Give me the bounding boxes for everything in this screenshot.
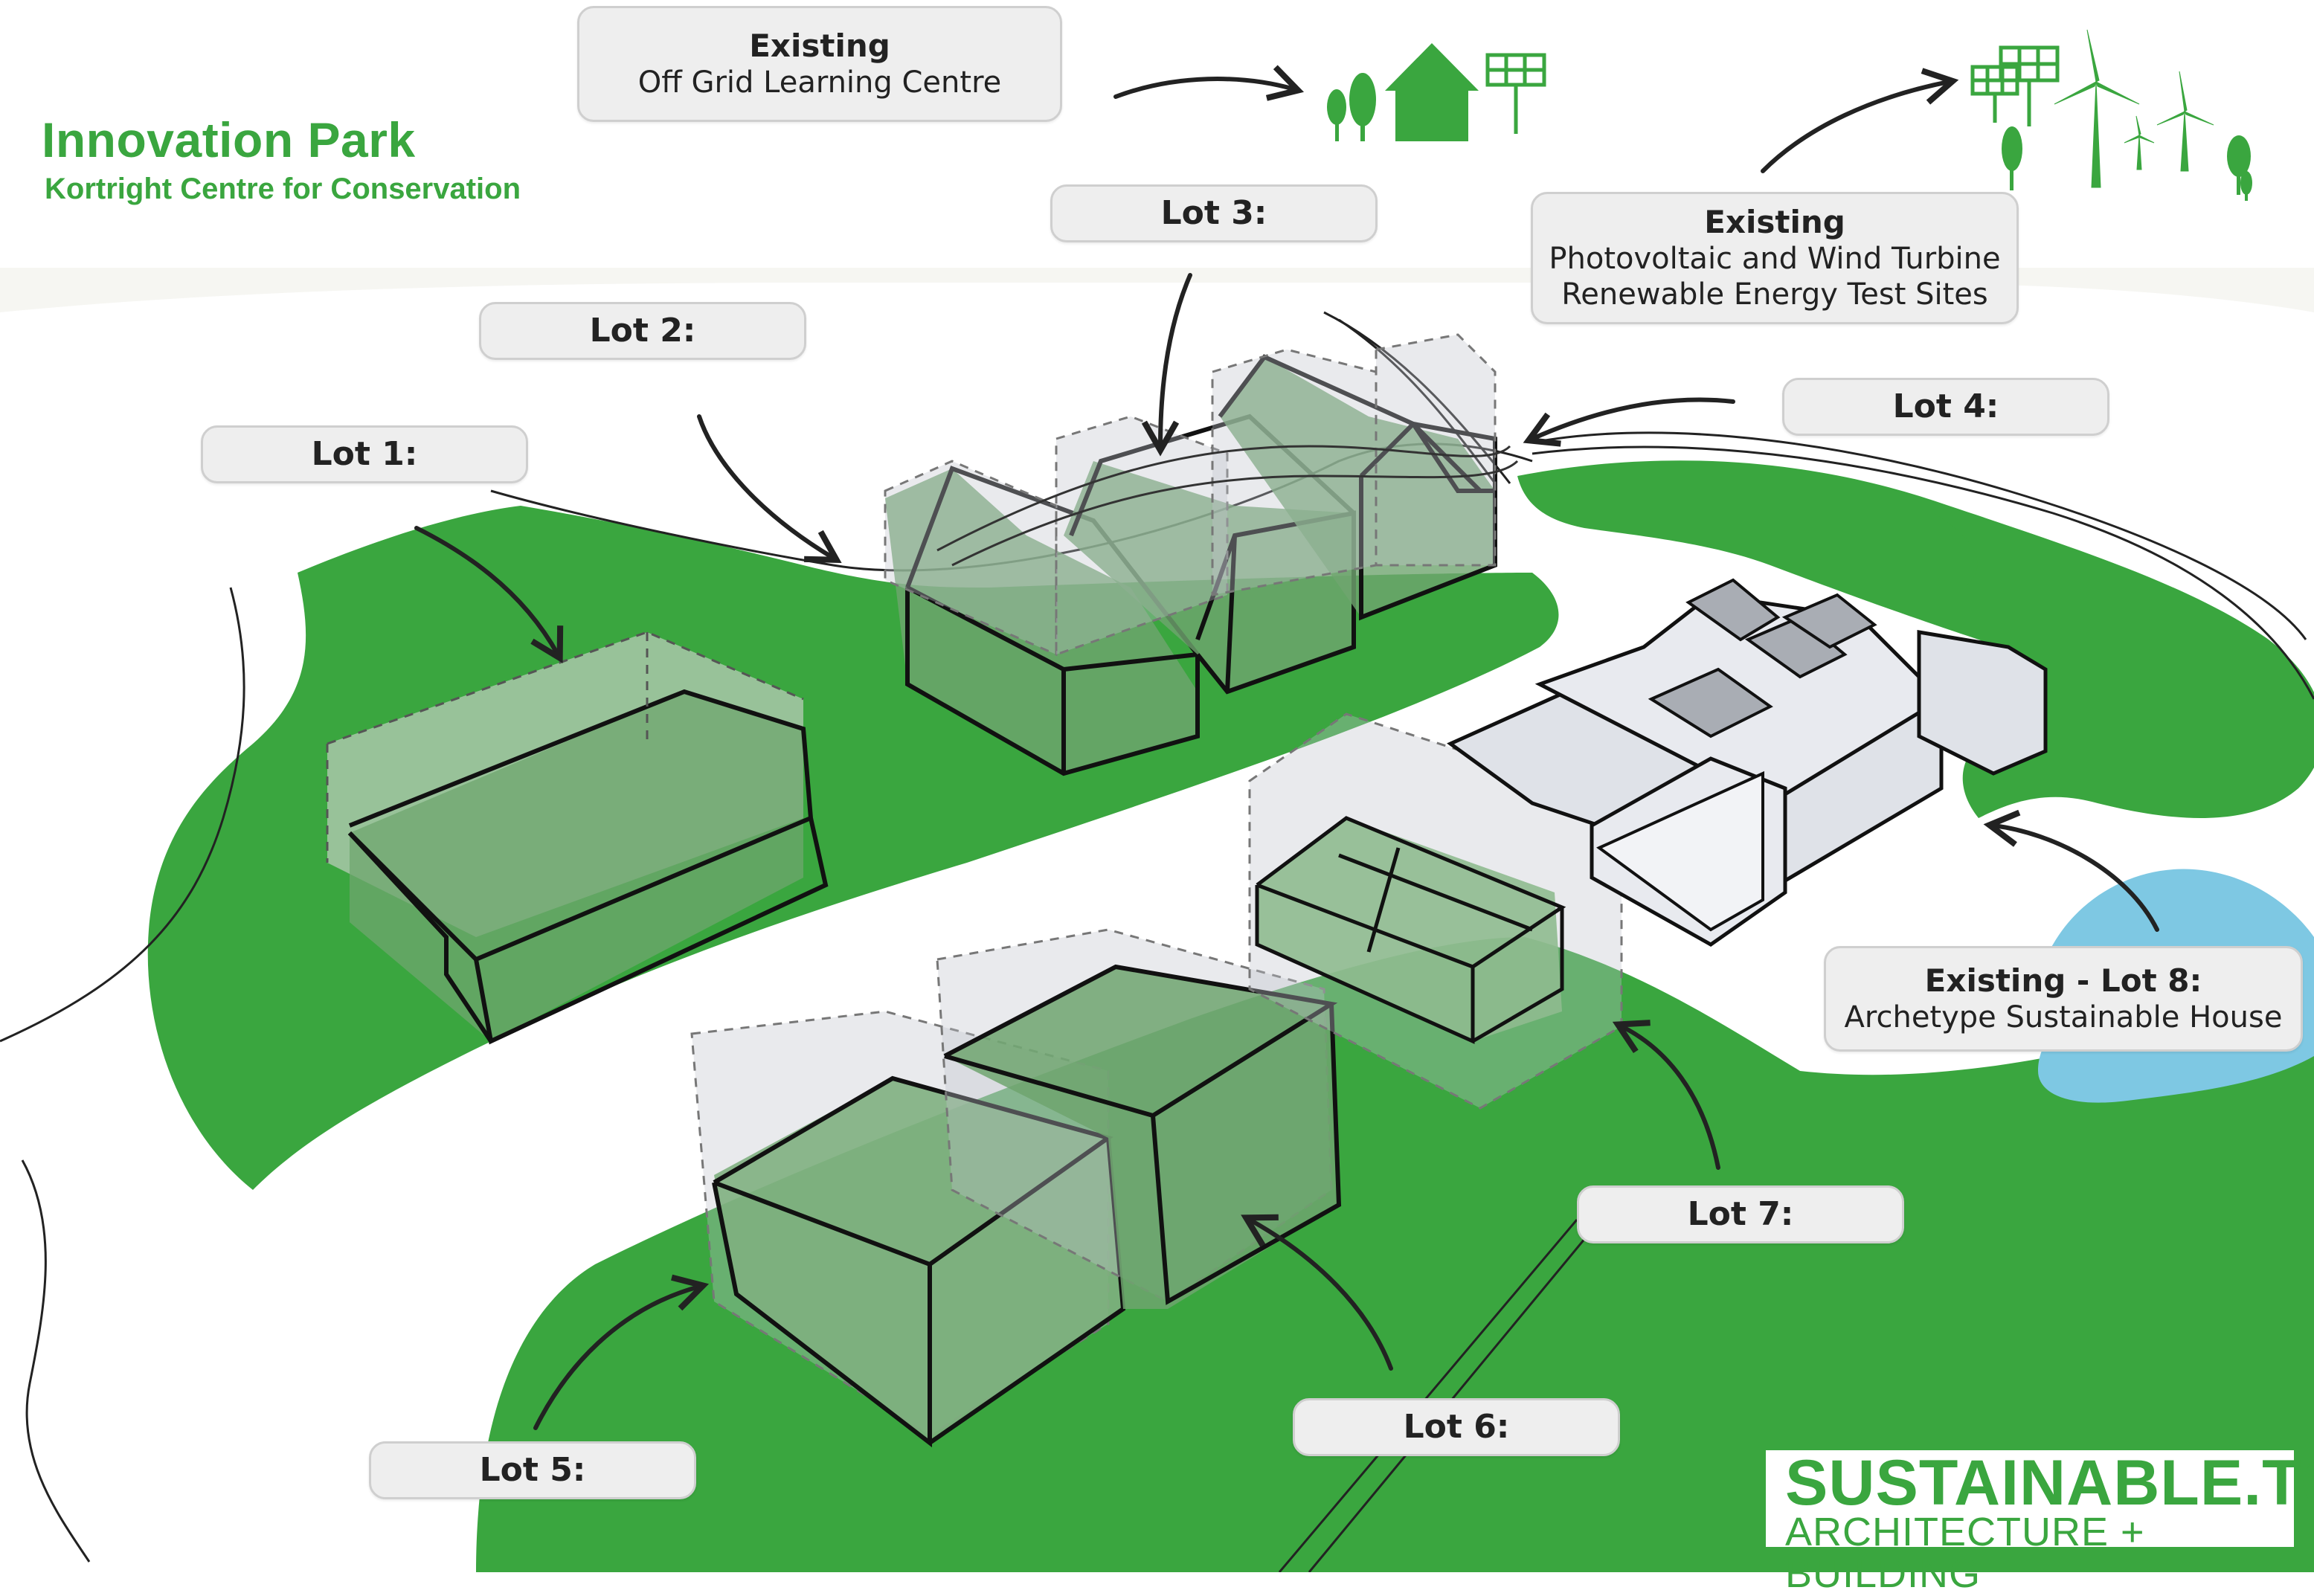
callout-arrows — [414, 65, 2159, 1430]
lot2-label-text: Lot 2: — [589, 311, 696, 350]
lot7-label: Lot 7: — [1577, 1185, 1904, 1243]
lot3-label: Lot 3: — [1050, 184, 1378, 242]
lot3-label-text: Lot 3: — [1160, 193, 1267, 232]
off-grid-learning-centre-icons — [1327, 43, 1546, 141]
solar-panel-icon — [1970, 65, 2019, 123]
lot5-label: Lot 5: — [369, 1441, 696, 1499]
volume-envelopes-north — [884, 333, 1497, 657]
lot1-building — [326, 631, 829, 1045]
label-title: Existing - Lot 8: — [1924, 962, 2202, 999]
tree-icon — [2240, 171, 2252, 201]
lot4-label-text: Lot 4: — [1892, 387, 1999, 425]
solar-panel-icon — [1999, 45, 2060, 126]
existing-learning-centre-label: Existing Off Grid Learning Centre — [577, 6, 1062, 122]
lot5-label-text: Lot 5: — [479, 1450, 586, 1489]
lot6-label-text: Lot 6: — [1403, 1407, 1510, 1446]
lot1-label: Lot 1: — [201, 425, 528, 483]
house-icon — [1385, 43, 1479, 141]
logo-line2: ARCHITECTURE + BUILDING — [1785, 1510, 2145, 1596]
lot2-building — [885, 466, 1200, 776]
lot5-building — [690, 1010, 1126, 1448]
solar-panel-icon — [1485, 53, 1546, 134]
sustainable-to-logo: SUSTAINABLE.TO ARCHITECTURE + BUILDING — [1766, 1447, 2314, 1595]
label-text: Off Grid Learning Centre — [637, 65, 1002, 100]
existing-energy-test-sites-label: Existing Photovoltaic and Wind Turbine R… — [1531, 192, 2019, 324]
renewable-energy-icons — [1970, 29, 2252, 201]
tree-icon — [2227, 135, 2251, 195]
label-title: Existing — [749, 27, 890, 64]
lot7-building — [1248, 712, 1623, 1110]
lot8-existing-house — [1447, 578, 2048, 947]
tree-icon — [1327, 89, 1346, 141]
page-title: Innovation Park — [42, 112, 416, 167]
lot6-building — [936, 928, 1342, 1309]
lot1-label-text: Lot 1: — [311, 434, 418, 473]
lot4-label: Lot 4: — [1782, 378, 2109, 436]
label-line1: Photovoltaic and Wind Turbine — [1549, 242, 2001, 277]
logo-line1: SUSTAINABLE.TO — [1785, 1447, 2314, 1519]
lot7-label-text: Lot 7: — [1687, 1194, 1794, 1233]
wind-turbine-icon — [2054, 29, 2140, 188]
road-east-lawn-strip — [1904, 513, 1978, 588]
label-line2: Renewable Energy Test Sites — [1561, 277, 1988, 312]
curved-path-over-lots — [936, 445, 1519, 567]
page-subtitle: Kortright Centre for Conservation — [45, 173, 521, 205]
lot2-label: Lot 2: — [479, 302, 806, 360]
existing-lot8-label: Existing - Lot 8: Archetype Sustainable … — [1824, 946, 2303, 1052]
wind-turbine-icon — [2124, 115, 2155, 170]
label-text: Archetype Sustainable House — [1844, 1000, 2283, 1035]
lot6-label: Lot 6: — [1293, 1398, 1620, 1456]
tree-icon — [1349, 73, 1376, 141]
wind-turbine-icon — [2156, 71, 2214, 172]
label-title: Existing — [1704, 203, 1845, 240]
lawn-east — [1517, 460, 2314, 818]
tree-icon — [2002, 126, 2022, 190]
